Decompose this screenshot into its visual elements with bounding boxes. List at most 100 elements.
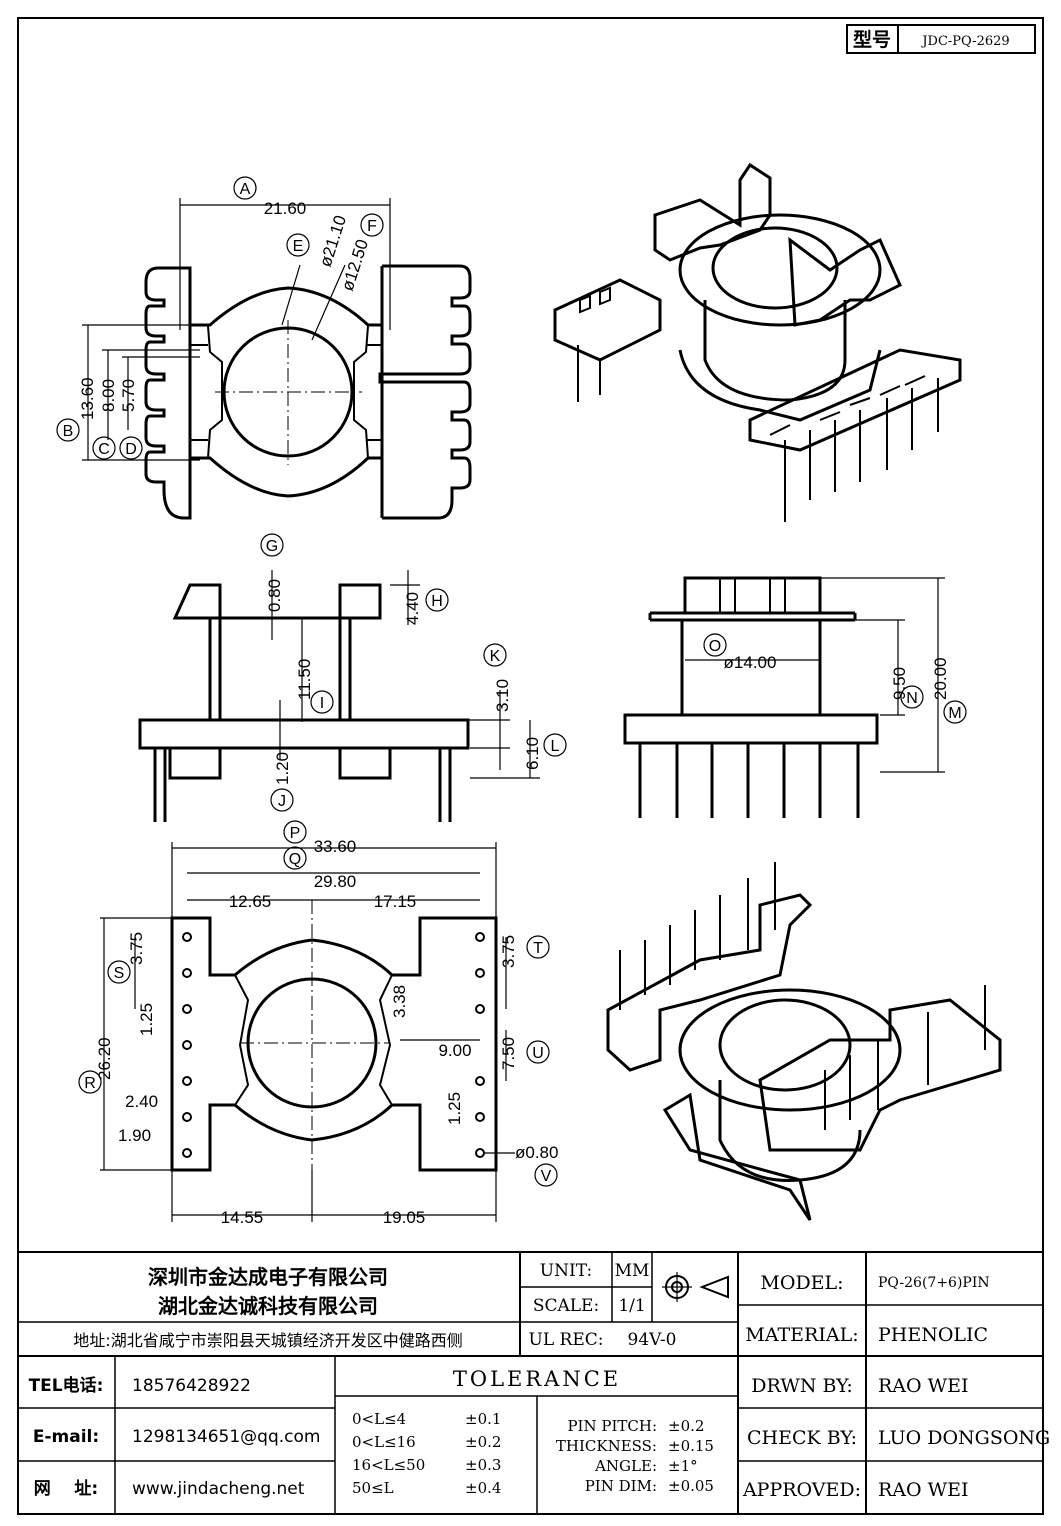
dim-s2: 3.38 (390, 985, 409, 1018)
web-label: 网 址: (34, 1479, 98, 1499)
material-value: PHENOLIC (878, 1324, 988, 1346)
material-label: MATERIAL: (745, 1324, 858, 1346)
tol-value-0: ±0.1 (465, 1410, 501, 1428)
dim-left-half: 12.65 (229, 892, 272, 911)
model-box-label: 型号 (853, 28, 891, 51)
label-Q: Q (289, 851, 301, 868)
check-value: LUO DONGSONG (878, 1427, 1050, 1449)
dim-pin-gap: 9.00 (438, 1041, 471, 1060)
model-box: 型号 JDC-PQ-2629 (846, 24, 1036, 54)
dim-bl: 14.55 (221, 1208, 264, 1227)
company-address: 地址:湖北省咸宁市崇阳县天城镇经济开发区中健路西侧 (73, 1331, 462, 1350)
unit-value: MM (615, 1261, 650, 1281)
label-K: K (490, 648, 501, 665)
side-view: 0.80 G 4.40 H 11.50 I 1.20 J 3.10 K 6.10… (138, 533, 567, 822)
tol-range-3: 50≤L (352, 1479, 394, 1497)
web-value: www.jindacheng.net (132, 1479, 305, 1499)
spec-value-3: ±0.05 (668, 1477, 714, 1495)
ulrec-value: 94V-0 (628, 1330, 677, 1350)
label-C: C (98, 441, 110, 458)
unit-label: UNIT: (540, 1261, 592, 1281)
ulrec-label: UL REC: (529, 1330, 604, 1350)
label-R: R (84, 1075, 96, 1092)
label-N: N (906, 690, 918, 707)
tol-range-2: 16<L≤50 (352, 1456, 425, 1474)
approved-label: APPROVED: (742, 1479, 861, 1501)
spec-label-1: THICKNESS: (556, 1437, 657, 1455)
dim-R: 26.20 (95, 1037, 114, 1080)
dim-I: 11.50 (295, 659, 314, 700)
sheet-border (17, 17, 1044, 1515)
dim-br: 19.05 (383, 1208, 426, 1227)
label-F: F (367, 218, 377, 235)
isometric-view-top (553, 162, 962, 522)
label-I: I (320, 695, 324, 712)
top-view: 21.60 A ø21.10 E ø12.50 F 13.60 B 8.00 C… (56, 176, 472, 520)
label-U: U (532, 1045, 544, 1062)
dim-T: 3.75 (499, 935, 518, 968)
label-H: H (431, 593, 443, 610)
dim-H: 4.40 (403, 592, 422, 625)
dim-L: 6.10 (523, 737, 542, 770)
dim-M: 20.00 (931, 657, 950, 700)
isometric-view-bottom (606, 862, 1002, 1221)
dim-V: ø0.80 (515, 1143, 558, 1162)
label-V: V (541, 1168, 552, 1185)
dim-Q: 29.80 (314, 872, 357, 891)
dim-right-half: 17.15 (374, 892, 417, 911)
email-label: E-mail: (33, 1427, 99, 1447)
tolerance-title: TOLERANCE (453, 1367, 621, 1391)
label-A: A (240, 181, 251, 198)
model-label: MODEL: (760, 1272, 843, 1294)
tol-range-1: 0<L≤16 (352, 1433, 416, 1451)
email-value: 1298134651@qq.com (132, 1427, 320, 1447)
company-name-2: 湖北金达诚科技有限公司 (158, 1294, 378, 1318)
label-B: B (63, 423, 74, 440)
scale-label: SCALE: (533, 1296, 599, 1316)
tol-value-2: ±0.3 (465, 1456, 501, 1474)
title-block: 深圳市金达成电子有限公司 湖北金达诚科技有限公司 地址:湖北省咸宁市崇阳县天城镇… (18, 1251, 1050, 1514)
projection-symbol (662, 1272, 729, 1302)
dim-P: 33.60 (314, 837, 357, 856)
label-D: D (125, 441, 137, 458)
dim-S: 3.75 (127, 932, 146, 965)
drawn-value: RAO WEI (878, 1375, 969, 1397)
spec-label-3: PIN DIM: (585, 1477, 657, 1495)
model-value: PQ-26(7+6)PIN (878, 1275, 990, 1291)
dim-E: ø21.10 (316, 213, 350, 269)
dim-N: 9.50 (890, 667, 909, 700)
drawn-label: DRWN BY: (751, 1375, 853, 1397)
dim-G: 0.80 (265, 579, 284, 612)
spec-value-2: ±1° (668, 1457, 698, 1475)
label-S: S (114, 965, 125, 982)
label-T: T (533, 940, 543, 957)
label-G: G (266, 538, 278, 555)
scale-value: 1/1 (618, 1296, 645, 1316)
label-M: M (948, 705, 961, 722)
dim-U: 7.50 (499, 1037, 518, 1070)
bottom-pin-holes-right (475, 932, 485, 1158)
dim-K: 3.10 (493, 679, 512, 712)
label-E: E (293, 238, 304, 255)
company-name-1: 深圳市金达成电子有限公司 (148, 1265, 388, 1289)
tol-range-0: 0<L≤4 (352, 1410, 406, 1428)
tol-value-1: ±0.2 (465, 1433, 501, 1451)
label-L: L (551, 738, 560, 755)
dim-D: 5.70 (119, 379, 138, 412)
dim-s4: 2.40 (125, 1092, 158, 1111)
spec-label-0: PIN PITCH: (567, 1417, 657, 1435)
dim-B: 13.60 (78, 377, 97, 420)
dim-A: 21.60 (264, 199, 307, 218)
dim-O: ø14.00 (724, 653, 777, 672)
approved-value: RAO WEI (878, 1479, 969, 1501)
spec-value-0: ±0.2 (668, 1417, 704, 1435)
check-label: CHECK BY: (747, 1427, 857, 1449)
spec-label-2: ANGLE: (594, 1457, 657, 1475)
dim-s5: 1.90 (118, 1126, 151, 1145)
label-P: P (290, 825, 301, 842)
dim-C: 8.00 (99, 379, 118, 412)
label-J: J (278, 793, 286, 810)
dim-s1: 1.25 (137, 1003, 156, 1036)
spec-value-1: ±0.15 (668, 1437, 714, 1455)
